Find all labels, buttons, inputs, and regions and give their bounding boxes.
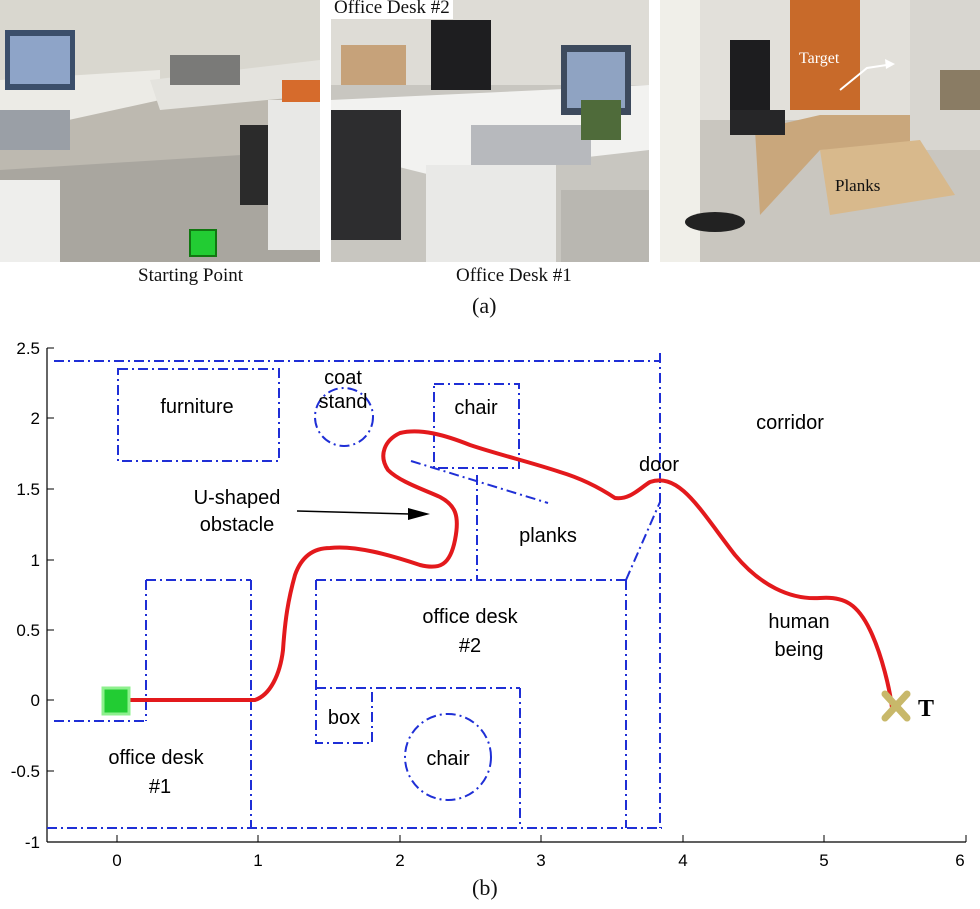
subfigure-label-b: (b) [472, 875, 498, 900]
y-tick-label: 2 [31, 409, 40, 428]
label-coat: coat [324, 367, 362, 389]
photo-planks-target [660, 0, 980, 262]
chair-top-box [433, 383, 520, 469]
y-tick-label: 2.5 [16, 339, 40, 358]
chair-bottom-circle [404, 713, 492, 801]
label-human-line2: being [775, 639, 824, 661]
x-tick-label: 1 [253, 851, 262, 870]
label-planks: planks [519, 525, 577, 547]
label-stand: stand [319, 391, 368, 413]
map-plot: 0 1 2 3 4 5 6 2.5 2 1.5 1 0.5 0 -0.5 -1 [11, 339, 967, 870]
box-outline [315, 687, 373, 744]
furniture-box [117, 368, 280, 462]
y-tick-label: -1 [25, 833, 40, 852]
x-tick-label: 0 [112, 851, 121, 870]
y-tick-label: 1.5 [16, 480, 40, 499]
door-diagonal [625, 501, 661, 581]
target-marker [881, 690, 911, 722]
photo-caption-starting-point: Starting Point [138, 265, 244, 286]
photo-target-arrow [839, 59, 895, 91]
label-office-desk-1-line2: #1 [149, 776, 171, 798]
y-tick-label: -0.5 [11, 762, 40, 781]
label-corridor: corridor [756, 412, 824, 434]
u-obstacle-arrow [296, 508, 430, 520]
label-door: door [639, 454, 679, 476]
photo-label-target: Target [799, 50, 840, 67]
y-ticks [47, 347, 54, 843]
x-ticks [116, 835, 967, 842]
photo-starting-point [0, 0, 320, 262]
label-box: box [328, 707, 360, 729]
photo-label-planks: Planks [835, 176, 881, 195]
y-tick-label: 0 [31, 691, 40, 710]
label-chair-bottom: chair [426, 748, 470, 770]
label-obstacle: obstacle [200, 514, 275, 536]
photo-caption-office-desk-1: Office Desk #1 [456, 265, 572, 286]
label-human-line1: human [768, 611, 829, 633]
x-tick-label: 6 [955, 851, 964, 870]
planks-diagonal [410, 460, 549, 504]
x-tick-label: 5 [819, 851, 828, 870]
label-u-shaped: U-shaped [194, 487, 281, 509]
subfigure-label-a: (a) [472, 293, 497, 318]
robot-path [115, 429, 894, 710]
start-marker [101, 686, 131, 716]
label-office-desk-2-line2: #2 [459, 635, 481, 657]
coat-stand-circle [314, 387, 374, 447]
label-chair-top: chair [454, 397, 498, 419]
label-office-desk-1-line1: office desk [108, 747, 204, 769]
x-tick-label: 2 [395, 851, 404, 870]
photo-office-desks [331, 0, 649, 262]
axes [46, 348, 966, 843]
label-furniture: furniture [160, 396, 233, 418]
label-office-desk-2-line1: office desk [422, 606, 518, 628]
y-tick-label: 0.5 [16, 621, 40, 640]
x-tick-label: 3 [536, 851, 545, 870]
obstacle-boundaries [47, 353, 662, 829]
photo-caption-office-desk-2: Office Desk #2 [331, 0, 453, 19]
y-tick-label: 1 [31, 551, 40, 570]
x-tick-label: 4 [678, 851, 687, 870]
label-target: T [918, 696, 934, 722]
